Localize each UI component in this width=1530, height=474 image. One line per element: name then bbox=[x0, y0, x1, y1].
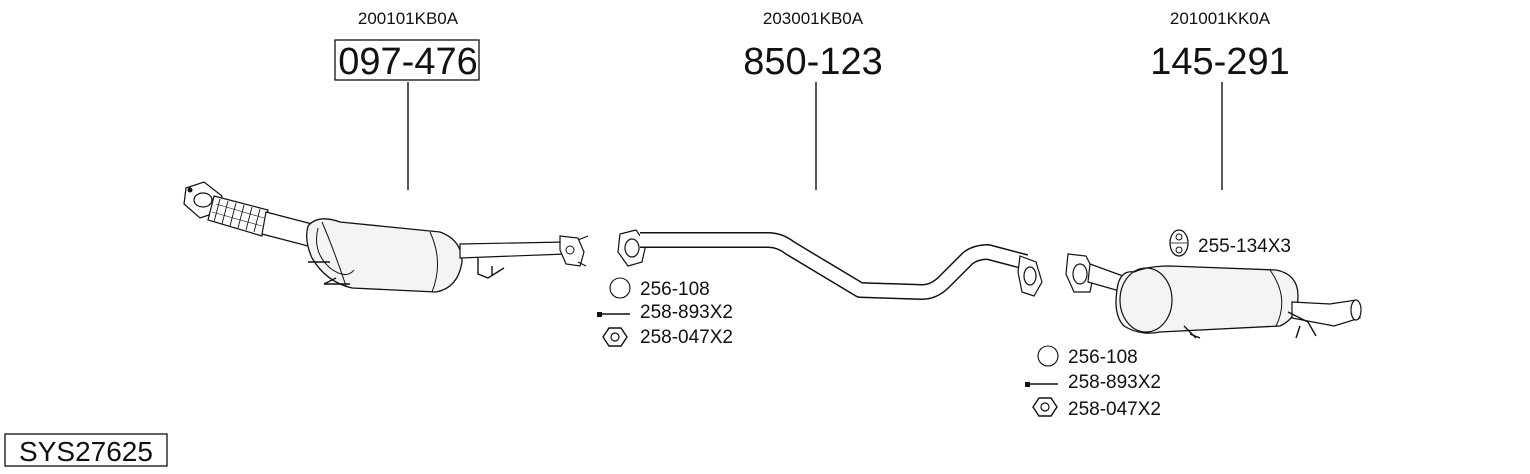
highlight-box bbox=[334, 39, 480, 81]
hardware-code[interactable]: 258-047X2 bbox=[640, 327, 733, 348]
oem-number: 201001KK0A bbox=[1170, 9, 1271, 28]
hardware-code[interactable]: 258-047X2 bbox=[1068, 399, 1161, 420]
hardware-code[interactable]: 256-108 bbox=[1068, 347, 1138, 368]
front-pipe-drawing[interactable] bbox=[183, 181, 589, 293]
rubber-mount-icon[interactable] bbox=[1169, 229, 1189, 257]
hardware-row: 258-047X2 bbox=[602, 327, 733, 348]
hardware-list-left: 256-108 258-893X2 258-047X2 bbox=[597, 277, 733, 348]
ring-icon bbox=[1037, 345, 1059, 367]
hanger-code[interactable]: 255-134X3 bbox=[1198, 236, 1291, 257]
hardware-list-right: 256-108 258-893X2 258-047X2 bbox=[1025, 345, 1161, 420]
system-code-box: SYS27625 bbox=[4, 433, 168, 467]
hardware-code[interactable]: 258-893X2 bbox=[1068, 372, 1161, 393]
part-group-front-pipe: 200101KB0A 097-476 bbox=[183, 9, 589, 293]
rear-muffler-drawing[interactable] bbox=[1065, 253, 1362, 339]
hardware-row: 256-108 bbox=[1037, 345, 1138, 368]
hardware-code[interactable]: 256-108 bbox=[640, 279, 710, 300]
hardware-row: 258-047X2 bbox=[1032, 397, 1161, 420]
oem-number: 203001KB0A bbox=[763, 9, 864, 28]
bolt-icon bbox=[1025, 382, 1058, 387]
hardware-row: 256-108 bbox=[609, 277, 710, 300]
hardware-code[interactable]: 258-893X2 bbox=[640, 302, 733, 323]
part-number-label[interactable]: 145-291 bbox=[1150, 41, 1289, 83]
part-group-rear-muffler: 201001KK0A 145-291 bbox=[1065, 9, 1362, 339]
nut-icon bbox=[1032, 397, 1058, 417]
rubber-mount-row: 255-134X3 bbox=[1169, 229, 1291, 257]
oem-number: 200101KB0A bbox=[358, 9, 459, 28]
bolt-icon bbox=[597, 312, 630, 317]
ring-icon bbox=[609, 277, 631, 299]
hardware-row: 258-893X2 bbox=[597, 302, 733, 323]
nut-icon bbox=[602, 327, 628, 347]
part-number-label[interactable]: 850-123 bbox=[743, 41, 882, 83]
part-group-middle-pipe: 203001KB0A 850-123 bbox=[617, 9, 1043, 300]
middle-pipe-drawing[interactable] bbox=[617, 229, 1043, 300]
part-number-label[interactable]: 097-476 bbox=[338, 41, 477, 83]
system-code: SYS27625 bbox=[19, 436, 153, 467]
hardware-row: 258-893X2 bbox=[1025, 372, 1161, 393]
